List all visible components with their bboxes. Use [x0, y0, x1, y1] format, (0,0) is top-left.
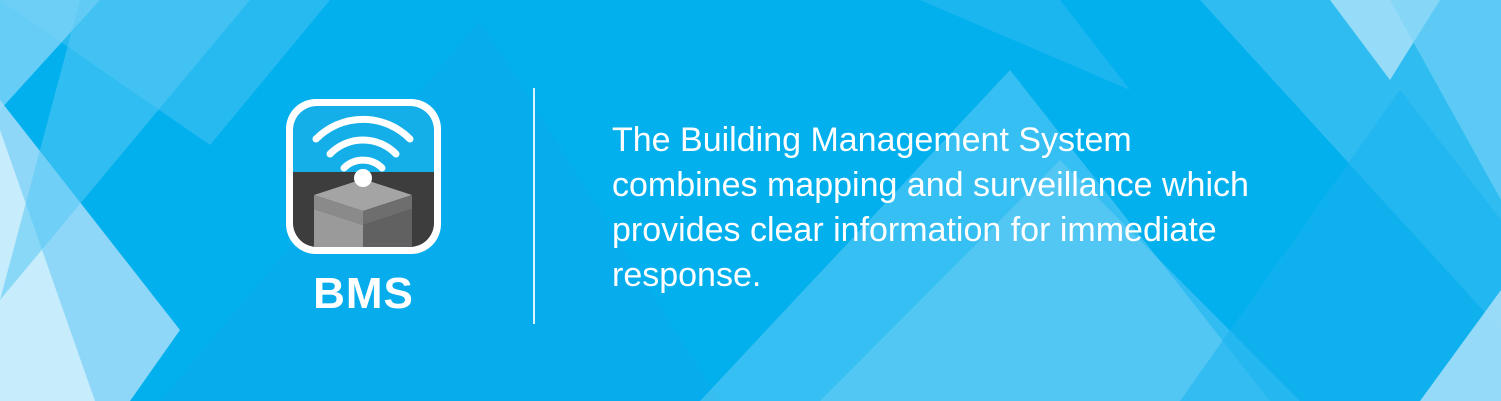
bg-triangle [0, 130, 95, 401]
description-text: The Building Management System combines … [612, 121, 1249, 294]
bg-triangle [920, 0, 1130, 90]
bms-building-wifi-icon [286, 99, 441, 254]
bg-triangle [1180, 90, 1501, 401]
bg-triangle [1420, 290, 1501, 401]
divider [533, 88, 535, 324]
bg-triangle [1390, 0, 1501, 200]
bg-triangle [0, 0, 250, 300]
bg-triangle [820, 160, 1300, 401]
app-label: BMS [313, 269, 414, 318]
bg-triangle [700, 70, 1270, 401]
